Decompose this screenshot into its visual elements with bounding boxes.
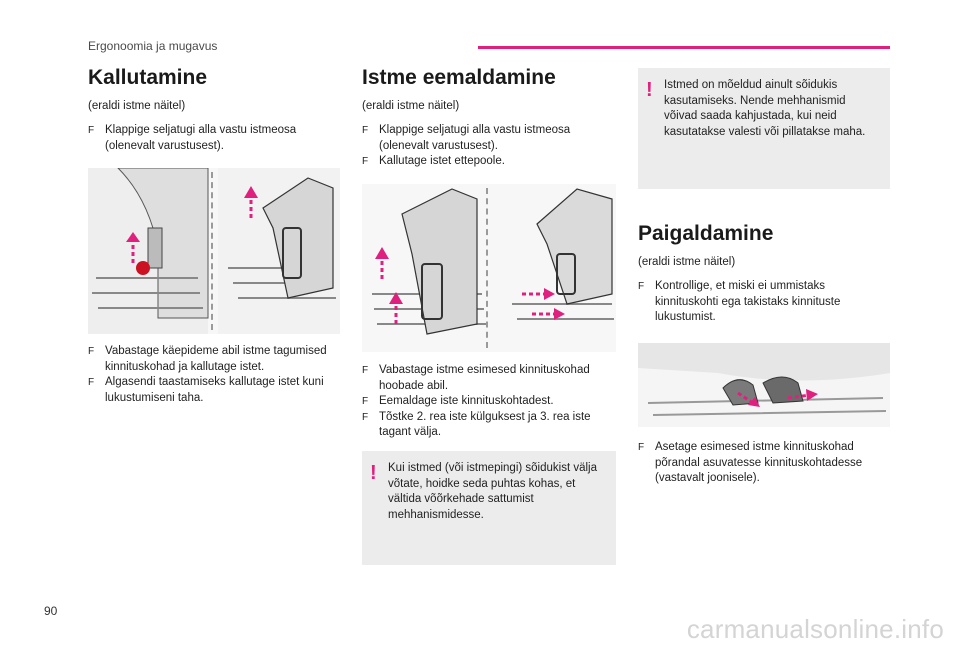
- heading-kallutamine: Kallutamine: [88, 66, 208, 89]
- heading-paigaldamine: Paigaldamine: [638, 222, 774, 245]
- note-paigaldamine: (eraldi istme näitel): [638, 256, 736, 268]
- section-title: Ergonoomia ja mugavus: [88, 39, 218, 53]
- illustration-divider: [211, 172, 213, 330]
- warning-box-usage: ! Istmed on mõeldud ainult sõidukis kasu…: [638, 68, 890, 189]
- seat-removal-drawing: [372, 188, 614, 335]
- column-eemaldamine: Istme eemaldamine (eraldi istme näitel) …: [362, 66, 612, 170]
- note-kallutamine: (eraldi istme näitel): [88, 100, 186, 112]
- watermark: carmanualsonline.info: [686, 614, 944, 644]
- heading-eemaldamine: Istme eemaldamine: [362, 66, 556, 89]
- warning-box-removal: ! Kui istmed (või istmepingi) sõidukist …: [362, 451, 616, 565]
- illustration-seat-tilt: [88, 168, 340, 334]
- illustration-divider: [486, 188, 488, 348]
- seat-tilt-drawing: [88, 168, 340, 334]
- warning-text: Istmed on mõeldud ainult sõidukis kasuta…: [664, 79, 866, 138]
- illustration-seat-install: [638, 343, 890, 427]
- page-number: 90: [44, 604, 58, 618]
- seat-install-drawing: [638, 343, 890, 416]
- warning-text: Kui istmed (või istmepingi) sõidukist vä…: [388, 462, 597, 521]
- illustration-seat-removal: [362, 184, 616, 352]
- header-accent-bar: [478, 46, 890, 49]
- note-eemaldamine: (eraldi istme näitel): [362, 100, 460, 112]
- warning-icon: !: [646, 79, 653, 101]
- warning-icon: !: [370, 462, 377, 484]
